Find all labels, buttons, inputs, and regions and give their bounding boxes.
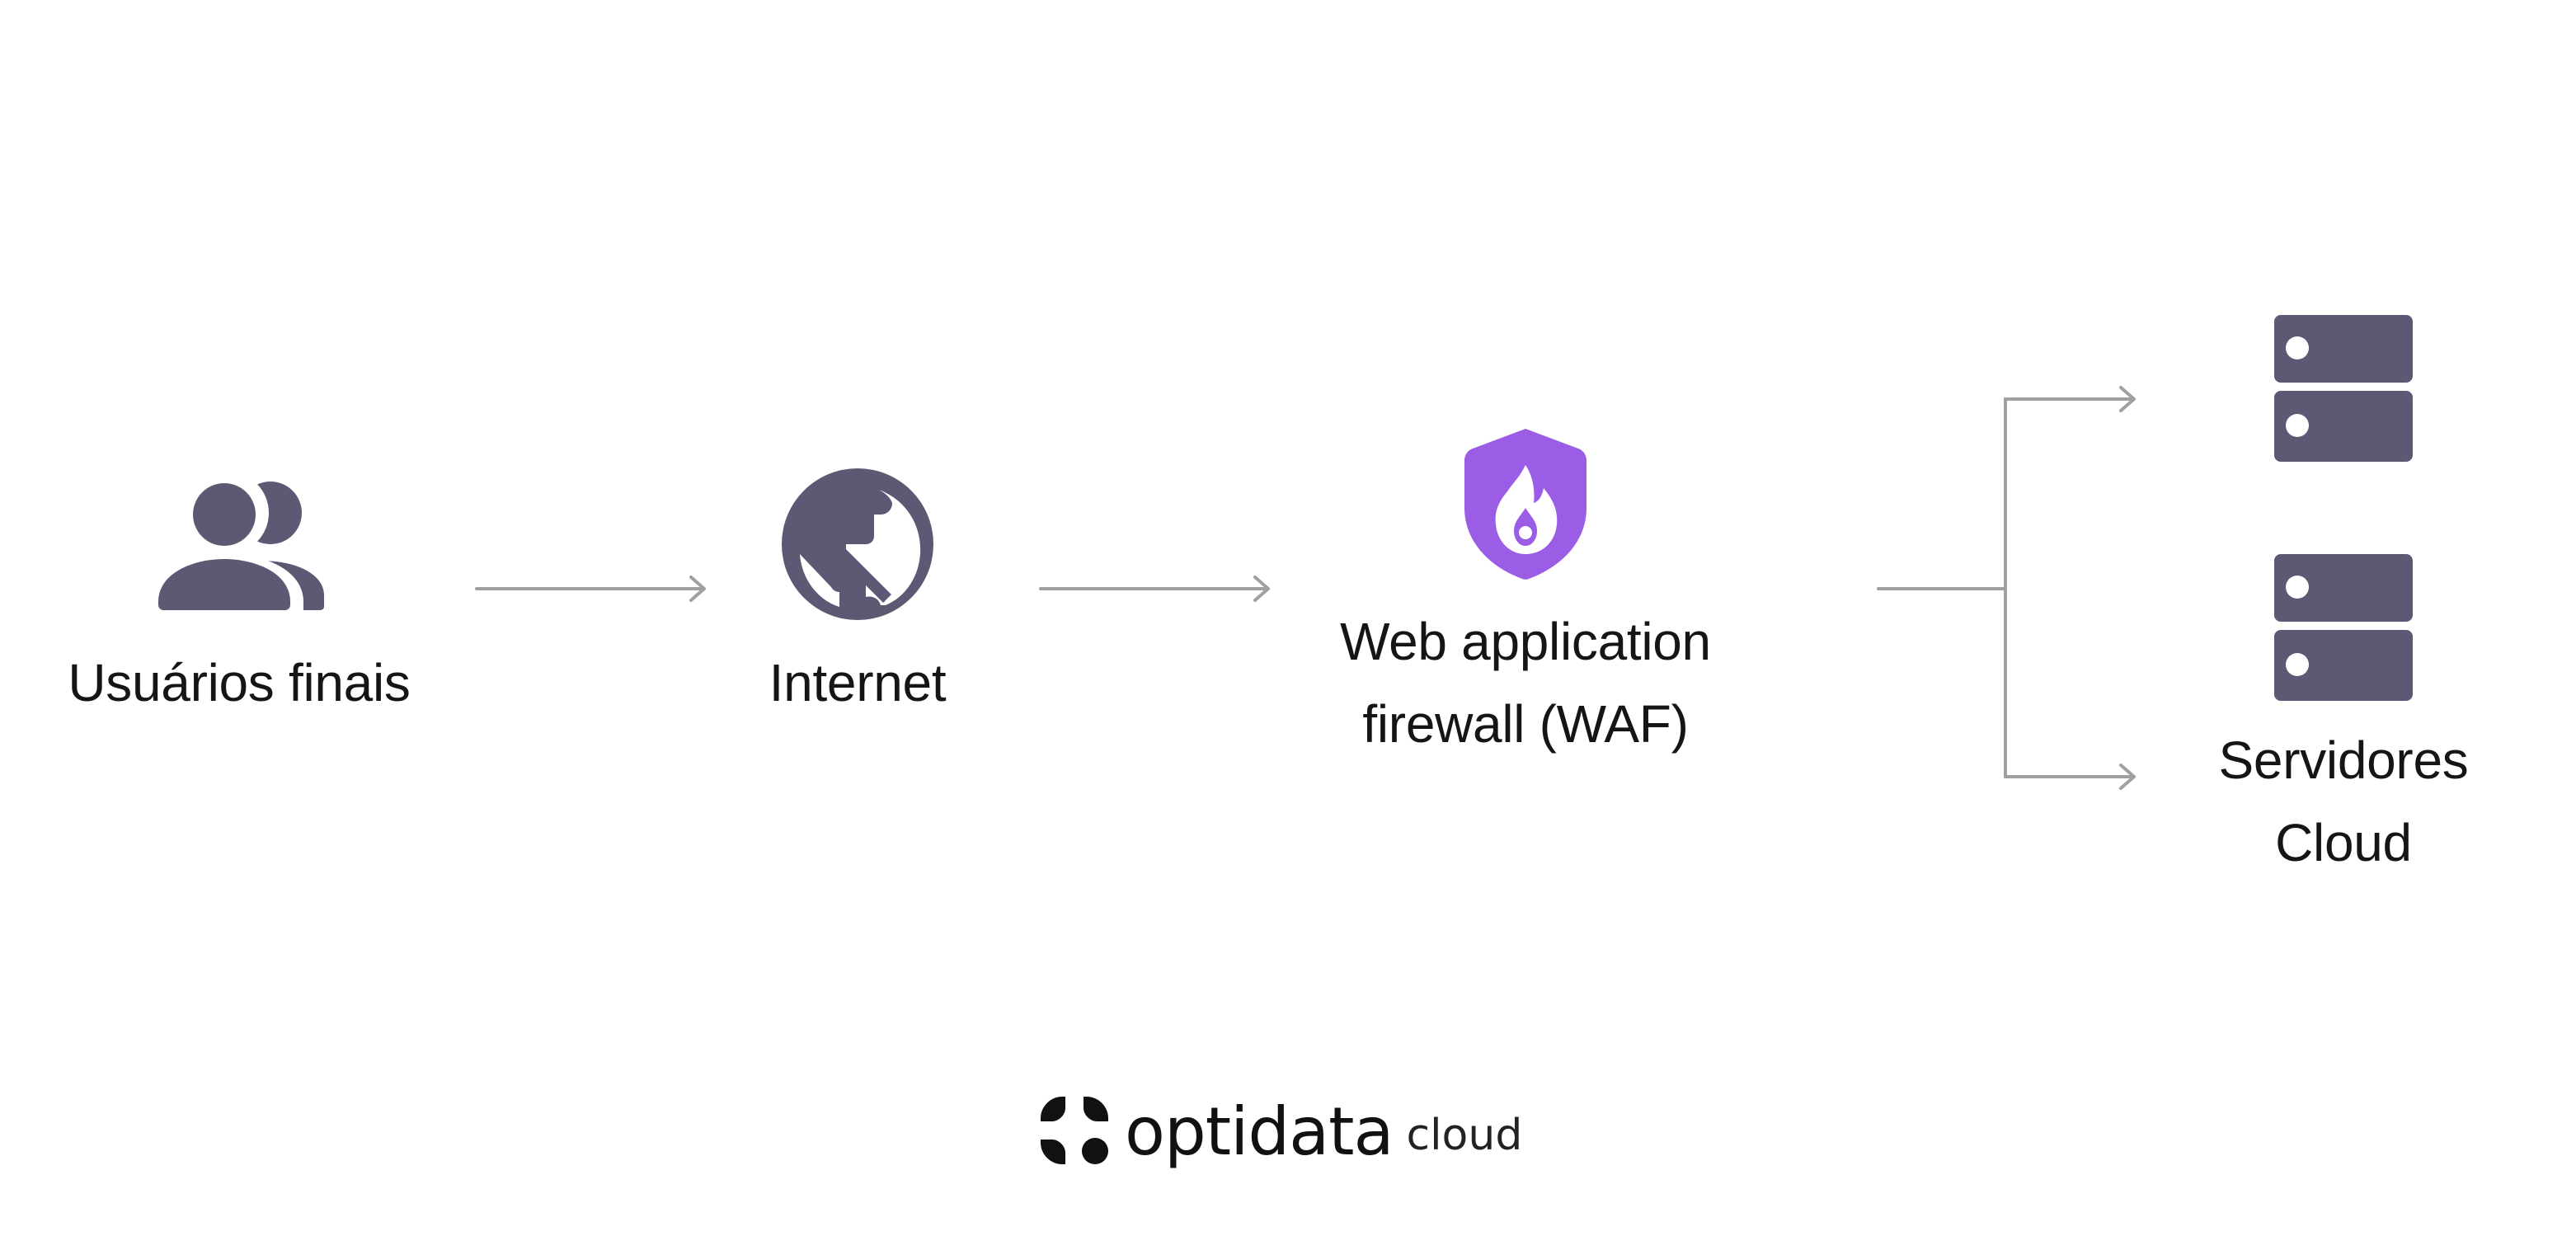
server-icon	[2274, 315, 2413, 462]
logo-suffix: cloud	[1406, 1111, 1523, 1160]
optidata-cloud-logo: optidata cloud	[1041, 1087, 1522, 1169]
arrow-waf-to-servers	[1877, 386, 2136, 790]
optidata-logo-mark	[1041, 1097, 1108, 1164]
logo-brand: optidata	[1125, 1093, 1394, 1170]
globe-icon	[782, 468, 933, 620]
node-label-internet: Internet	[769, 653, 947, 712]
node-label-waf: Web application firewall (WAF)	[1340, 612, 1711, 754]
node-label-end-users: Usuários finais	[68, 653, 411, 712]
users-icon	[155, 478, 328, 610]
arrow-internet-to-waf	[1039, 576, 1270, 602]
shield-flame-icon	[1463, 427, 1588, 580]
node-label-cloud-servers: Servidores Cloud	[2218, 731, 2469, 872]
arrow-users-to-internet	[475, 576, 706, 602]
server-icon	[2274, 554, 2413, 701]
